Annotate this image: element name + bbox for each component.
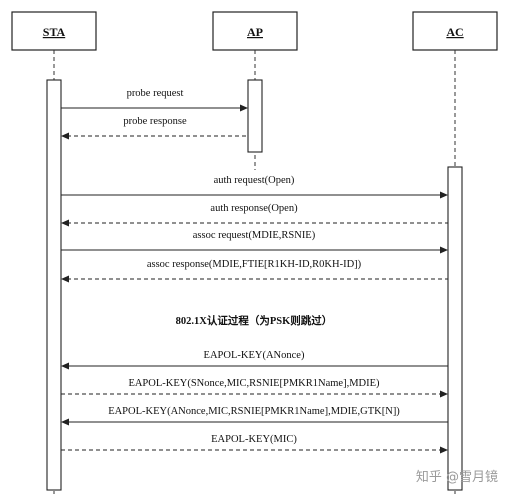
arrowhead-icon	[440, 390, 448, 398]
activation-ap	[247, 79, 263, 153]
message-label: probe response	[123, 116, 187, 127]
arrowhead-icon	[61, 362, 69, 370]
participant-ap-label: AP	[247, 25, 263, 39]
message-label: EAPOL-KEY(SNonce,MIC,RSNIE[PMKR1Name],MD…	[128, 378, 380, 389]
message-label: assoc request(MDIE,RSNIE)	[193, 230, 316, 241]
participant-ac-label: AC	[446, 25, 463, 39]
activation-sta	[46, 79, 62, 491]
arrowhead-icon	[61, 132, 69, 140]
arrowhead-icon	[440, 191, 448, 199]
participant-sta-box	[11, 11, 97, 51]
arrowhead-icon	[61, 219, 69, 227]
arrowhead-icon	[61, 275, 69, 283]
participant-ap-box	[212, 11, 298, 51]
arrowhead-icon	[440, 446, 448, 454]
message-label: EAPOL-KEY(ANonce,MIC,RSNIE[PMKR1Name],MD…	[108, 406, 400, 417]
note-label: 802.1X认证过程（为PSK则跳过）	[176, 314, 333, 327]
arrowhead-icon	[440, 246, 448, 254]
message-label: probe request	[127, 88, 184, 99]
participant-sta-label: STA	[43, 25, 66, 39]
arrowhead-icon	[240, 104, 248, 112]
arrowhead-icon	[61, 418, 69, 426]
message-label: assoc response(MDIE,FTIE[R1KH-ID,R0KH-ID…	[147, 259, 362, 270]
message-label: auth request(Open)	[214, 175, 295, 186]
message-label: auth response(Open)	[210, 203, 298, 214]
message-label: EAPOL-KEY(MIC)	[211, 434, 297, 445]
activation-ac	[447, 166, 463, 491]
watermark-text: 知乎 @雪月镜	[416, 469, 498, 485]
message-label: EAPOL-KEY(ANonce)	[204, 350, 305, 361]
